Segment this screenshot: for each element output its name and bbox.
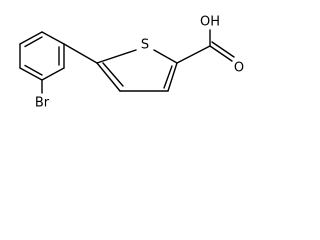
thiophene-bond-c2-c3 bbox=[167, 62, 178, 92]
thiophene-bond-c5-s bbox=[96, 49, 137, 64]
thiophene-carboxyl-bond bbox=[176, 45, 211, 64]
thiophene-ring bbox=[96, 49, 178, 92]
carboxyl-group bbox=[209, 29, 235, 62]
aryl-thiophene-bond bbox=[63, 43, 98, 64]
benzene-inner-bond-1 bbox=[24, 36, 43, 48]
benzene-bond-4 bbox=[41, 67, 65, 81]
thiophene-inner-bond-1 bbox=[163, 65, 173, 89]
carbonyl-bond-2 bbox=[211, 41, 235, 58]
thiophene-bond-c4-c5 bbox=[96, 62, 121, 92]
thiophene-inner-bond-2 bbox=[102, 62, 124, 87]
sulfur-atom-label: S bbox=[141, 38, 149, 53]
carbonyl-oxygen-label: O bbox=[234, 61, 244, 76]
benzene-inner-bond-3 bbox=[24, 64, 43, 76]
carbonyl-bond-1 bbox=[209, 45, 233, 62]
benzene-bond-5 bbox=[19, 67, 43, 81]
bromine-atom-label: Br bbox=[35, 96, 50, 111]
thiophene-bond-s-c2 bbox=[153, 49, 178, 64]
hydroxyl-atom-label: OH bbox=[200, 15, 220, 30]
benzene-bond-1 bbox=[19, 31, 43, 45]
benzene-bond-2 bbox=[41, 31, 65, 45]
benzene-ring bbox=[19, 31, 65, 81]
molecule-structure: S Br OH O bbox=[19, 15, 244, 111]
